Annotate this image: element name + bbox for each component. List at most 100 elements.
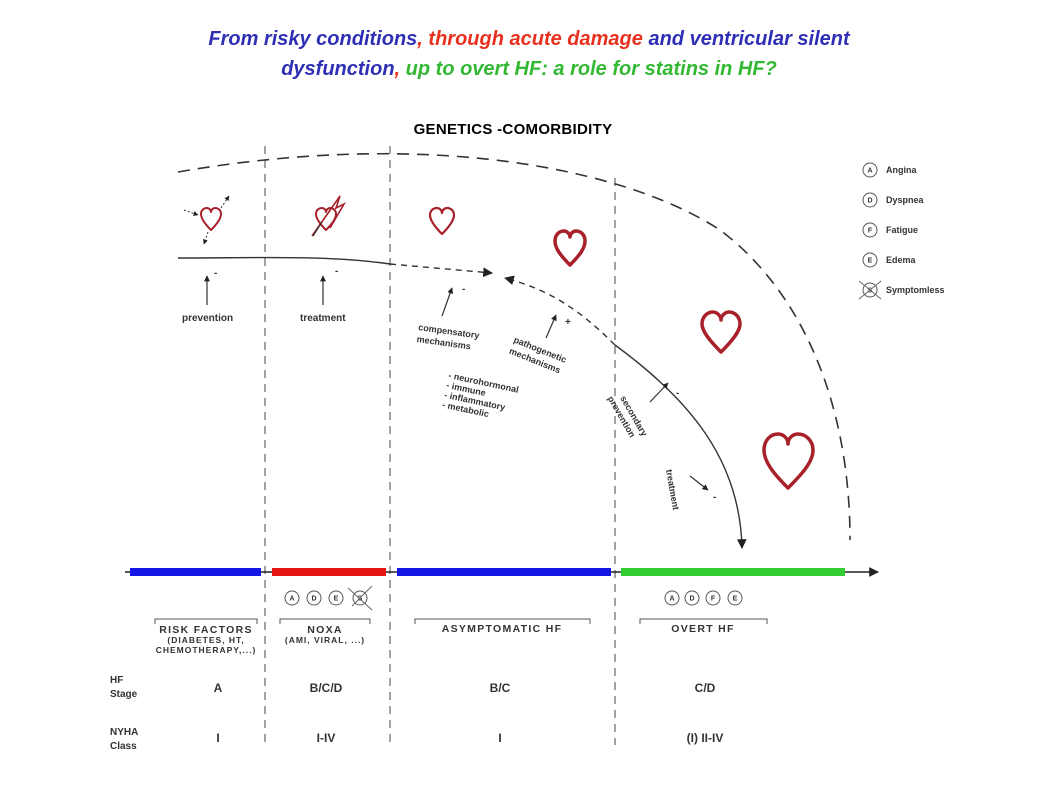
legend-item-fatigue: F Fatigue xyxy=(862,222,918,238)
symptom-letter: F xyxy=(711,596,716,603)
title-segment: up to overt HF: a role for statins in HF… xyxy=(405,58,777,80)
symptom-letter: A xyxy=(289,596,294,603)
hf-stage-value: B/C/D xyxy=(310,681,343,695)
legend-item-edema: E Edema xyxy=(862,252,917,268)
secondary-prevention-label: secondary prevention xyxy=(606,394,650,439)
hf-stage-value: B/C xyxy=(490,681,511,695)
legend-label: Dyspnea xyxy=(886,195,925,205)
late-treatment-label: treatment xyxy=(664,469,681,511)
nyha-class-value: I xyxy=(216,731,219,745)
stage-subtitle: (AMI, VIRAL, ...) xyxy=(285,635,365,645)
timeline-bar-noxa xyxy=(272,568,386,576)
nyha-class-value: I-IV xyxy=(317,731,336,745)
pathogenetic-label: pathogenetic mechanisms xyxy=(508,335,568,376)
minus-sign: - xyxy=(462,284,465,295)
minus-sign: - xyxy=(214,268,217,279)
legend-label: Edema xyxy=(886,255,917,265)
title-segment: and ventricular silent xyxy=(648,28,850,50)
title-segment: dysfunction xyxy=(281,58,395,80)
nyha-class-header: Class xyxy=(110,741,137,752)
outer-dashed-arc xyxy=(177,152,851,541)
late-treatment-text: treatment xyxy=(664,469,681,511)
timeline-bar-asymptomatic xyxy=(397,568,611,576)
title-segment: through acute damage xyxy=(428,28,643,50)
stage-title-noxa: NOXA xyxy=(307,624,343,636)
heart-icon xyxy=(700,310,742,354)
legend-letter: A xyxy=(867,168,872,175)
nyha-class-value: I xyxy=(498,731,501,745)
mechanism-list: - neurohormonal - immune - inflammatory … xyxy=(441,370,519,419)
treatment-label: treatment xyxy=(300,313,346,324)
symptom-letter: A xyxy=(669,596,674,603)
hf-stage-value: C/D xyxy=(695,681,716,695)
cross-out-mark xyxy=(347,587,373,611)
heart-icon xyxy=(762,432,815,490)
symptom-letter: D xyxy=(311,596,316,603)
symptom-letter: E xyxy=(334,596,339,603)
cross-out-mark xyxy=(351,585,373,607)
secondary-prevention-arrow xyxy=(649,382,669,403)
stage-subtitle: CHEMOTHERAPY,...) xyxy=(156,645,257,655)
noxa-lightning-icon xyxy=(311,195,347,237)
late-treatment-arrow xyxy=(689,475,709,491)
cross-out-mark xyxy=(858,280,882,300)
legend-label: Symptomless xyxy=(886,285,945,295)
stage-title-risk-factors: RISK FACTORS xyxy=(159,624,253,636)
heart-icon xyxy=(200,207,222,231)
compensatory-arrow xyxy=(441,287,454,317)
legend-letter: D xyxy=(867,198,872,205)
stage-bracket xyxy=(279,618,371,624)
diagram-subtitle: GENETICS -COMORBIDITY xyxy=(413,121,613,138)
progression-arrow xyxy=(614,344,747,549)
risk-arrow xyxy=(183,209,199,216)
risk-arrow xyxy=(220,195,230,209)
title-segment: From risky conditions xyxy=(208,28,418,50)
legend-letter: E xyxy=(868,258,873,265)
heart-icon xyxy=(315,207,337,231)
stage-bracket xyxy=(414,618,591,624)
minus-sign: - xyxy=(676,388,679,399)
stage-bracket xyxy=(154,618,258,624)
minus-sign: - xyxy=(335,266,338,277)
symptom-letter: E xyxy=(733,596,738,603)
legend-item-angina: A Angina xyxy=(862,162,917,178)
nyha-class-value: (I) II-IV xyxy=(687,731,724,745)
stage-title-overt: OVERT HF xyxy=(671,623,734,635)
symptom-legend: A Angina D Dyspnea F Fatigue E Edema S S… xyxy=(858,162,945,300)
symptom-letter: D xyxy=(689,596,694,603)
legend-letter: S xyxy=(868,288,873,295)
compensatory-dashed-arrow xyxy=(389,263,493,278)
legend-label: Fatigue xyxy=(886,225,918,235)
stage-title-asymptomatic: ASYMPTOMATIC HF xyxy=(442,623,563,635)
title-line-1: From risky conditions, through acute dam… xyxy=(0,24,1058,54)
timeline-bar-risk-factors xyxy=(130,568,261,576)
pathogenetic-arrow xyxy=(545,314,557,339)
minus-sign: - xyxy=(713,492,716,503)
prevention-label: prevention xyxy=(182,313,233,324)
heart-icon xyxy=(428,206,456,236)
stage-bracket xyxy=(639,618,768,624)
title-comma: , xyxy=(394,58,401,80)
disease-course-line xyxy=(177,256,391,265)
pathogenetic-dashed-arrow xyxy=(504,275,616,346)
overt-symptoms: A D F E xyxy=(664,590,743,606)
nyha-class-header: NYHA xyxy=(110,727,138,738)
legend-label: Angina xyxy=(886,165,917,175)
title-comma: , xyxy=(417,28,423,50)
title-line-2: dysfunction, up to overt HF: a role for … xyxy=(0,54,1058,84)
risk-arrow xyxy=(203,231,209,245)
legend-item-dyspnea: D Dyspnea xyxy=(862,192,925,208)
timeline-bar-overt xyxy=(621,568,845,576)
noxa-arrow xyxy=(312,221,323,237)
plus-sign: + xyxy=(565,317,571,328)
stage-subtitle: (DIABETES, HT, xyxy=(167,635,244,645)
heart-icon xyxy=(553,229,587,267)
hf-stage-header: Stage xyxy=(110,689,138,700)
legend-letter: F xyxy=(868,228,873,235)
noxa-symptoms: A D E S xyxy=(284,585,373,611)
hf-stage-header: HF xyxy=(110,675,123,686)
hf-stage-value: A xyxy=(214,681,223,695)
legend-item-symptomless: S Symptomless xyxy=(858,280,945,300)
compensatory-label: compensatory mechanisms xyxy=(416,322,480,351)
